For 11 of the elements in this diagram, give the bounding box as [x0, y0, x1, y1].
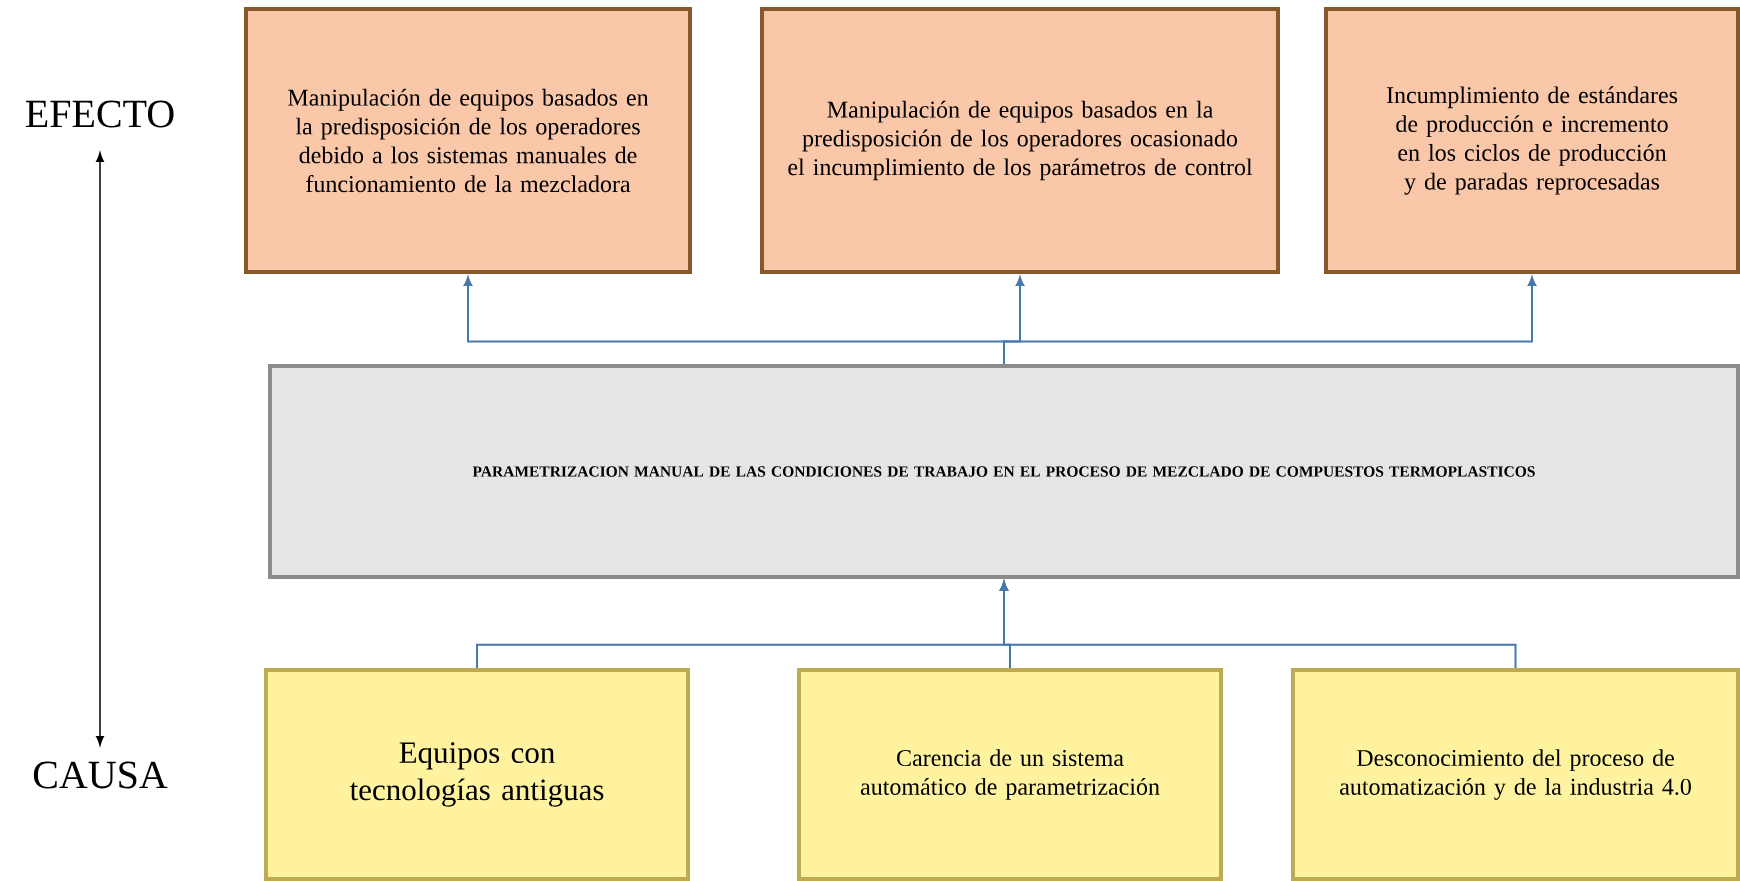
cause-box: Equipos con tecnologías antiguas	[264, 668, 690, 881]
arrow	[999, 581, 1517, 669]
effect-box: Manipulación de equipos basados en la predisposición de los operadores ocasionado el incumplimiento de los parámetros de control	[760, 7, 1280, 274]
axis-label: CAUSA	[33, 761, 168, 789]
arrow	[1003, 276, 1537, 365]
axis-label: EFECTO	[25, 100, 174, 128]
effect-box: Manipulación de equipos basados en la predisposición de los operadores debido a los sistemas manuales de funcionamiento de la mezcladora	[244, 7, 692, 274]
problem-box: PARAMETRIZACION MANUAL DE LAS CONDICIONES DE TRABAJO EN EL PROCESO DE MEZCLADO DE COMPUESTOS TERMOPLASTICOS	[268, 364, 1740, 579]
effect-box: Incumplimiento de estándares de producción e incremento en los ciclos de producción y de paradas reprocesadas	[1324, 7, 1740, 274]
cause-box: Desconocimiento del proceso de automatización y de la industria 4.0	[1291, 668, 1740, 881]
cause-box: Carencia de un sistema automático de parametrización	[797, 668, 1223, 881]
